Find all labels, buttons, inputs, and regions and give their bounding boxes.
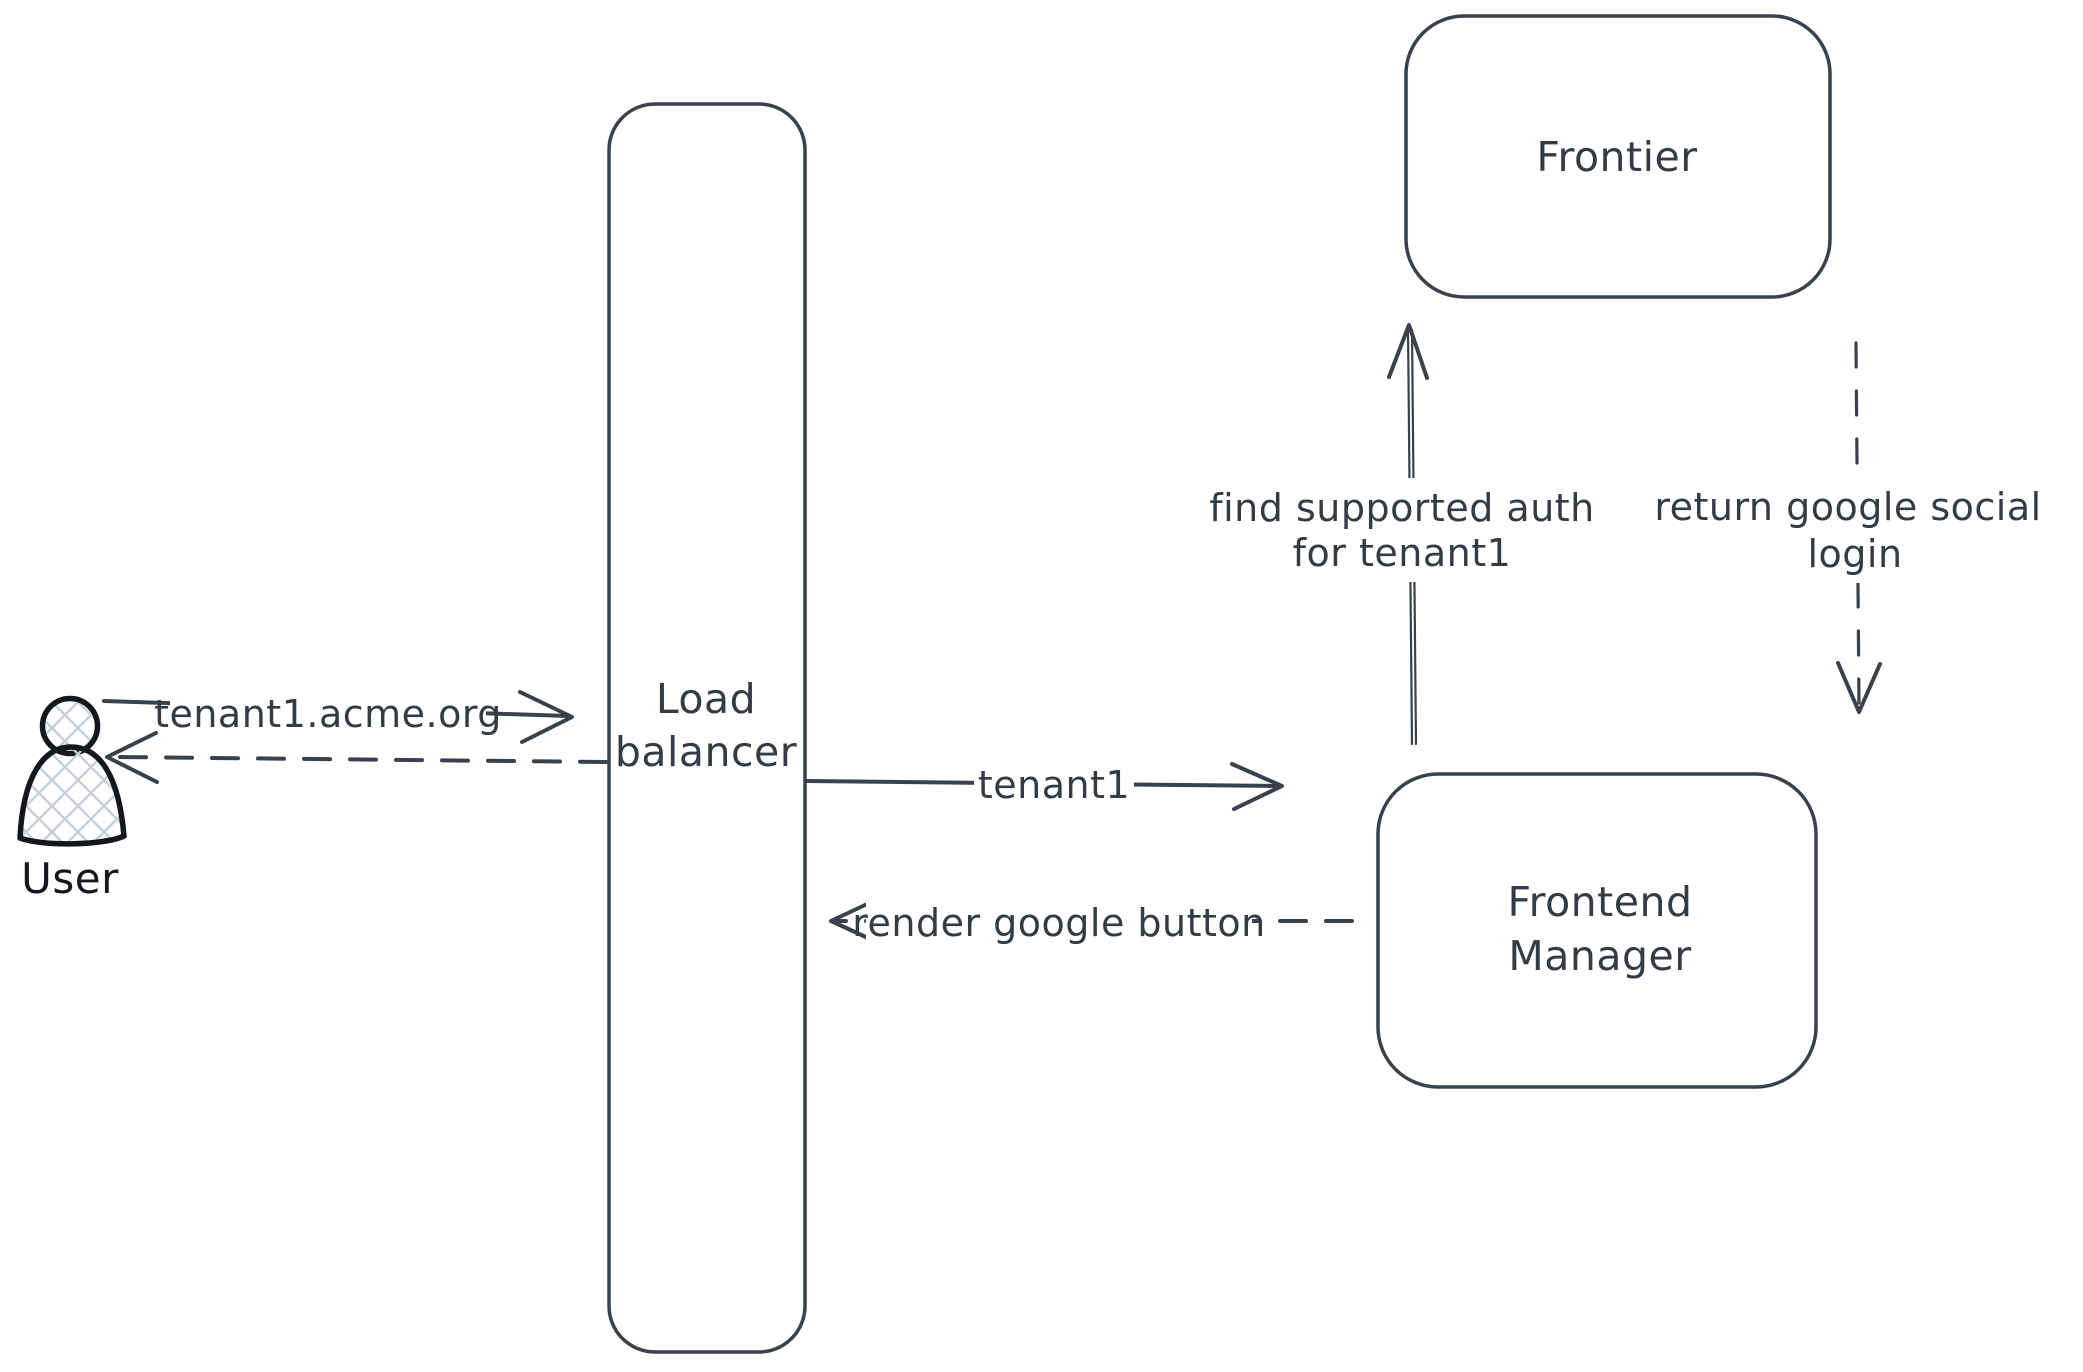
edge-find-auth[interactable]: find supported auth for tenant1 [1205,323,1605,746]
frontier-node[interactable]: Frontier [1404,14,1832,299]
user-body-icon [17,744,127,847]
edge-forward-tenant-label-bg [974,753,1134,811]
edge-response-to-user[interactable] [105,731,608,784]
arrowhead-left-icon [829,896,883,946]
edge-return-login-label-line2: login [1807,532,1902,576]
edge-find-auth-label-bg [1205,478,1605,582]
arrowhead-left-icon [105,731,159,784]
load-balancer-label-line1: Load [656,675,756,723]
edge-find-auth-label-line2: for tenant1 [1293,531,1512,575]
edge-request-domain[interactable]: tenant1.acme.org [102,682,574,744]
edge-return-login[interactable]: return google social login [1648,341,2052,714]
user-label: User [21,854,119,903]
edge-render-button-label-bg [866,892,1252,950]
arrowhead-down-icon [1836,661,1882,714]
frontend-manager-box [1376,772,1818,1089]
frontend-manager-label-line2: Manager [1508,932,1691,980]
arrowhead-right-icon [518,690,574,744]
load-balancer-node[interactable]: Load balancer [607,102,807,1354]
edge-request-domain-label-bg [170,682,486,740]
arrowhead-right-icon [1230,762,1284,811]
edge-request-domain-label: tenant1.acme.org [154,692,502,736]
user-actor[interactable] [17,695,127,847]
edge-render-button[interactable]: render google button [829,892,1354,950]
arrowhead-up-icon [1387,323,1429,380]
frontier-box [1404,14,1832,299]
edge-render-button-label: render google button [852,901,1266,945]
frontend-manager-node[interactable]: Frontend Manager [1376,772,1818,1089]
edge-return-login-label-line1: return google social [1654,485,2041,529]
edge-response-line [116,755,608,764]
edge-forward-tenant[interactable]: tenant1 [805,753,1284,811]
edge-forward-tenant-label: tenant1 [978,763,1130,807]
edge-return-login-line [1854,341,1861,708]
edge-return-login-label-bg [1648,477,2052,583]
load-balancer-label-line2: balancer [615,728,797,776]
frontier-label: Frontier [1536,133,1697,181]
frontend-manager-label-line1: Frontend [1508,878,1693,926]
load-balancer-box [607,102,807,1354]
edge-find-auth-label-line1: find supported auth [1209,486,1595,530]
